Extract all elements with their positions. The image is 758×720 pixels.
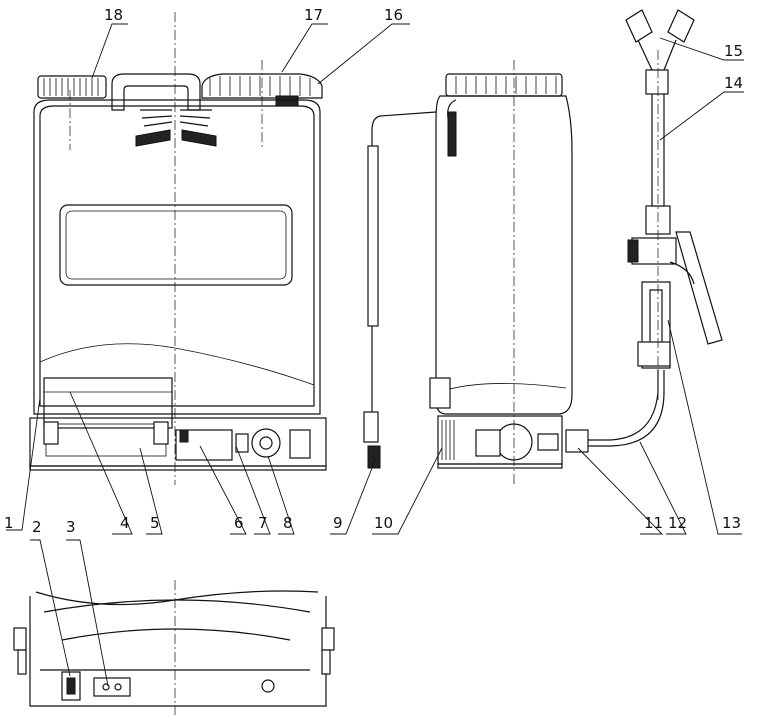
- part-number-12: 12: [668, 514, 687, 532]
- part-number-14: 14: [724, 74, 743, 92]
- part-number-10: 10: [374, 514, 393, 532]
- part-number-4: 4: [120, 514, 130, 532]
- part-number-15: 15: [724, 42, 743, 60]
- front-view: [29, 12, 327, 485]
- part-number-11: 11: [644, 514, 663, 532]
- part-number-16: 16: [384, 6, 403, 24]
- part-number-5: 5: [150, 514, 160, 532]
- part-number-1: 1: [4, 514, 14, 532]
- part-number-9: 9: [333, 514, 343, 532]
- part-number-labels: 1 2 3 4 5 6 7 8 9 10 11 12 13 14 15 16 1…: [4, 6, 743, 536]
- part-number-13: 13: [722, 514, 741, 532]
- part-number-8: 8: [283, 514, 293, 532]
- side-view: [363, 9, 723, 485]
- part-number-17: 17: [304, 6, 323, 24]
- part-number-3: 3: [66, 518, 76, 536]
- part-number-7: 7: [258, 514, 268, 532]
- bottom-view: [13, 580, 335, 715]
- part-number-18: 18: [104, 6, 123, 24]
- part-number-6: 6: [234, 514, 244, 532]
- leader-lines: [6, 23, 744, 687]
- part-number-2: 2: [32, 518, 42, 536]
